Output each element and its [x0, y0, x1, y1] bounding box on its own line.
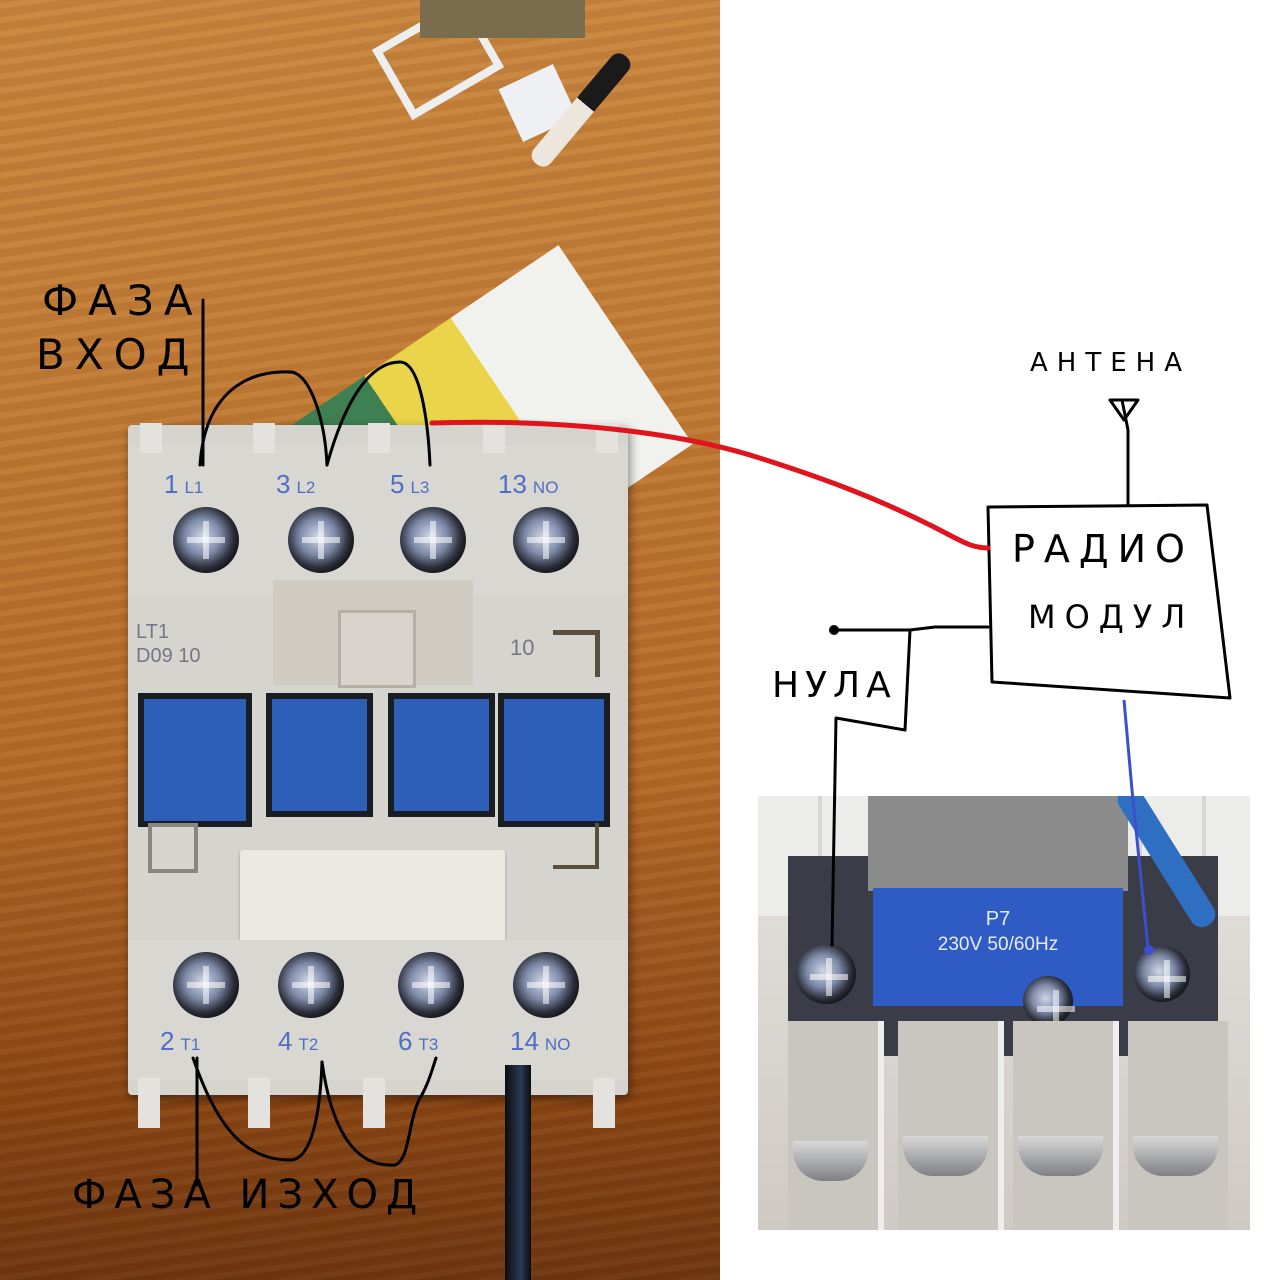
coil-terminal-a1[interactable] — [796, 944, 856, 1004]
coil-model: P7 — [985, 908, 1011, 930]
blue-plunger-left[interactable] — [266, 693, 373, 817]
top-terminal-strip: 1 L1 3 L2 5 L3 13 NO — [128, 423, 628, 595]
clamp-1 — [793, 1141, 868, 1181]
coil-terminal-a2[interactable] — [1134, 946, 1190, 1002]
black-cable — [505, 1065, 531, 1280]
terminal-block-2 — [898, 1021, 1004, 1230]
model-line2: D09 10 — [136, 645, 201, 667]
radio-module-label-line1: РАДИО — [1012, 527, 1194, 571]
terminal-label-4: 4 T2 — [278, 1026, 318, 1057]
fin — [363, 1078, 385, 1128]
terminal-number: 1 — [164, 469, 179, 499]
terminal-number: 5 — [390, 469, 405, 499]
bottom-terminal-strip: 2 T1 4 T2 6 T3 14 NO — [128, 940, 628, 1128]
clamp-2 — [903, 1136, 988, 1176]
neutral-label: НУЛА — [772, 665, 897, 706]
slot-right — [553, 823, 599, 869]
screw-terminal-14[interactable] — [513, 952, 579, 1018]
screw-terminal-1[interactable] — [173, 507, 239, 573]
terminal-number: 2 — [160, 1026, 175, 1056]
terminal-sub: NO — [544, 1035, 571, 1054]
coil-rating: 230V 50/60Hz — [937, 934, 1059, 955]
terminal-label-13: 13 NO — [498, 469, 558, 500]
terminal-label-1: 1 L1 — [164, 469, 203, 500]
model-label: LT1 D09 10 — [136, 620, 201, 668]
screw-terminal-6[interactable] — [398, 952, 464, 1018]
screw-terminal-13[interactable] — [513, 507, 579, 573]
neutral-drop — [830, 628, 912, 947]
antenna-icon — [1108, 398, 1140, 422]
radio-module-label-line2: МОДУЛ — [1028, 598, 1195, 636]
terminal-label-3: 3 L2 — [276, 469, 315, 500]
terminal-block-1 — [788, 1021, 884, 1230]
coil-terminal-dot — [1144, 945, 1154, 955]
bridge-t2-t3 — [320, 1056, 438, 1167]
terminal-number: 6 — [398, 1026, 413, 1056]
slot-left — [148, 823, 198, 873]
aux-screw[interactable] — [1023, 976, 1075, 1028]
terminal-sub: NO — [532, 478, 559, 497]
screw-terminal-4[interactable] — [278, 952, 344, 1018]
coil-label-plate: P7 230V 50/60Hz — [873, 888, 1123, 1006]
terminal-block-3 — [1013, 1021, 1119, 1230]
terminal-sub: T1 — [180, 1035, 201, 1054]
bridge-l1-l2 — [198, 370, 329, 467]
phase-out-label: ФАЗА ИЗХОД — [72, 1172, 426, 1218]
aux-label: 10 — [510, 635, 535, 660]
terminal-sub: L3 — [410, 478, 430, 497]
terminal-label-5: 5 L3 — [390, 469, 429, 500]
terminal-label-6: 6 T3 — [398, 1026, 438, 1057]
blue-indicator-left — [138, 693, 252, 827]
antenna-mast — [1120, 398, 1130, 507]
coil-photo: P7 230V 50/60Hz — [758, 796, 1250, 1230]
fin — [368, 423, 390, 453]
fin — [140, 423, 162, 453]
fin — [253, 423, 275, 453]
terminal-sub: L2 — [296, 478, 316, 497]
terminal-number: 4 — [278, 1026, 293, 1056]
phase-in-label-line2: ВХОД — [36, 330, 200, 379]
fin — [138, 1078, 160, 1128]
blue-indicator-right — [498, 693, 610, 827]
aux-window — [553, 630, 600, 677]
fin — [248, 1078, 270, 1128]
pcb-board — [420, 0, 585, 38]
phase-feed-wire — [429, 419, 991, 551]
screw-terminal-2[interactable] — [173, 952, 239, 1018]
bridge-t1-t2 — [191, 1056, 324, 1162]
neutral-terminal-dot — [829, 625, 839, 635]
coil-feed-wire — [1122, 699, 1150, 949]
terminal-number: 13 — [498, 469, 527, 499]
terminal-sub: T2 — [298, 1035, 319, 1054]
terminal-block-4 — [1128, 1021, 1228, 1230]
terminal-number: 14 — [510, 1026, 539, 1056]
terminal-sub: T3 — [418, 1035, 439, 1054]
neutral-wire — [833, 625, 990, 632]
grey-plunger — [868, 796, 1128, 891]
phase-in-label-line1: ФАЗА — [42, 276, 203, 325]
front-cover — [240, 850, 505, 945]
screw-terminal-3[interactable] — [288, 507, 354, 573]
fin — [483, 423, 505, 453]
screw-terminal-5[interactable] — [400, 507, 466, 573]
center-window — [338, 610, 416, 688]
terminal-label-14: 14 NO — [510, 1026, 570, 1057]
clamp-4 — [1133, 1136, 1218, 1176]
terminal-sub: L1 — [184, 478, 204, 497]
terminal-label-2: 2 T1 — [160, 1026, 200, 1057]
clamp-3 — [1018, 1136, 1103, 1176]
terminal-number: 3 — [276, 469, 291, 499]
model-line1: LT1 — [136, 621, 169, 643]
blue-plunger-right[interactable] — [388, 693, 495, 817]
fin — [593, 1078, 615, 1128]
radio-module-box — [986, 503, 1232, 700]
bridge-l2-l3 — [325, 360, 432, 467]
antenna-label: АНТЕНА — [1030, 348, 1191, 378]
